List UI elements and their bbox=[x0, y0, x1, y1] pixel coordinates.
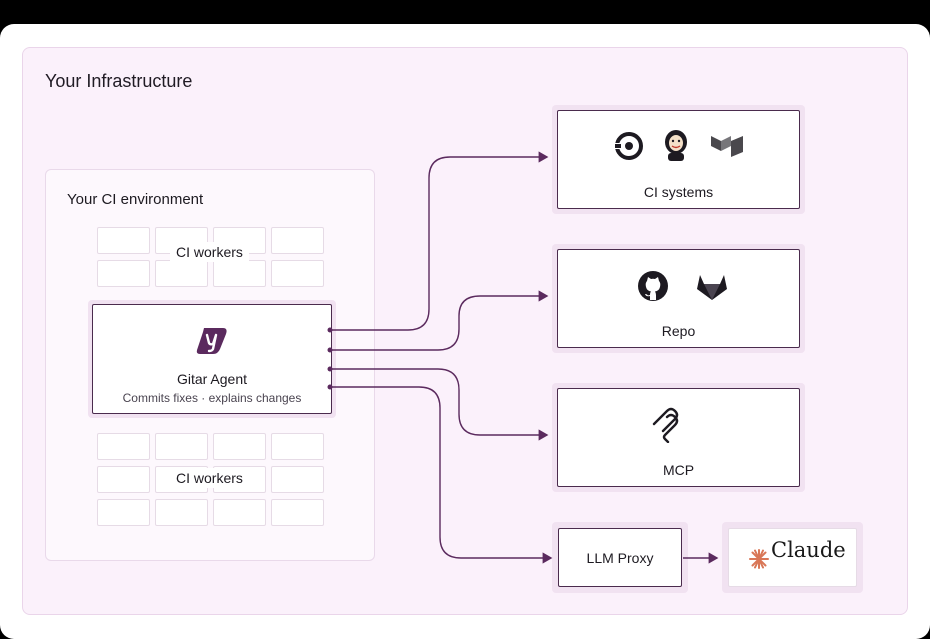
worker-cell bbox=[213, 260, 266, 287]
connector-dot bbox=[327, 347, 333, 353]
agent-subtitle: Commits fixes · explains changes bbox=[122, 391, 302, 405]
buildkite-icon bbox=[711, 136, 743, 157]
worker-cell bbox=[213, 499, 266, 526]
llm-proxy-box: LLM Proxy bbox=[558, 528, 682, 587]
repo-box: Repo bbox=[557, 249, 800, 348]
ci-systems-box: CI systems bbox=[557, 110, 800, 209]
worker-cell bbox=[155, 433, 208, 460]
jenkins-icon bbox=[665, 130, 687, 161]
ci-systems-label: CI systems bbox=[643, 184, 714, 200]
worker-cell bbox=[271, 466, 324, 493]
mcp-label: MCP bbox=[662, 462, 695, 478]
ci-environment-title: Your CI environment bbox=[67, 191, 204, 208]
worker-cell bbox=[271, 433, 324, 460]
worker-cell bbox=[97, 260, 150, 287]
gitar-agent-box: Gitar Agent Commits fixes · explains cha… bbox=[92, 304, 332, 414]
ci-systems-highlight: CI systems bbox=[552, 105, 805, 214]
connector-mcp bbox=[330, 368, 549, 441]
mcp-box: MCP bbox=[557, 388, 800, 487]
claude-highlight: Claude bbox=[722, 522, 863, 593]
worker-cell bbox=[97, 433, 150, 460]
worker-cell bbox=[271, 260, 324, 287]
mcp-highlight: MCP bbox=[552, 383, 805, 492]
worker-cell bbox=[271, 499, 324, 526]
connector-llm-proxy bbox=[330, 386, 553, 564]
ci-workers-label-bottom: CI workers bbox=[170, 468, 249, 488]
connector-ci-systems bbox=[330, 151, 549, 331]
agent-name: Gitar Agent bbox=[176, 371, 248, 387]
connector-lines bbox=[327, 151, 719, 564]
gitlab-icon bbox=[697, 275, 727, 300]
worker-cell bbox=[271, 227, 324, 254]
mcp-icon bbox=[652, 407, 679, 443]
worker-cell bbox=[155, 499, 208, 526]
circleci-icon bbox=[614, 132, 643, 160]
ci-environment-panel: Your CI environment CI workers Gitar Age… bbox=[45, 169, 375, 561]
gitar-logo-icon bbox=[196, 328, 227, 354]
worker-cell bbox=[213, 433, 266, 460]
repo-label: Repo bbox=[661, 323, 696, 339]
infrastructure-title: Your Infrastructure bbox=[45, 71, 193, 91]
claude-box: Claude bbox=[728, 528, 857, 587]
worker-cell bbox=[97, 466, 150, 493]
claude-label: Claude bbox=[771, 538, 846, 562]
diagram-frame: Your Infrastructure Your CI environment … bbox=[0, 24, 930, 639]
connector-dot bbox=[327, 366, 333, 372]
github-icon bbox=[638, 271, 668, 301]
ci-workers-label-top: CI workers bbox=[170, 242, 249, 262]
connector-dot bbox=[327, 384, 333, 390]
worker-cell bbox=[97, 227, 150, 254]
connector-dot bbox=[327, 327, 333, 333]
worker-cell bbox=[97, 499, 150, 526]
claude-spark-icon bbox=[749, 549, 769, 569]
llm-proxy-highlight: LLM Proxy bbox=[552, 522, 688, 593]
llm-proxy-label: LLM Proxy bbox=[586, 550, 654, 566]
repo-highlight: Repo bbox=[552, 244, 805, 353]
infrastructure-panel: Your Infrastructure Your CI environment … bbox=[22, 47, 908, 615]
connector-repo bbox=[330, 290, 549, 351]
agent-box-highlight: Gitar Agent Commits fixes · explains cha… bbox=[88, 300, 336, 418]
